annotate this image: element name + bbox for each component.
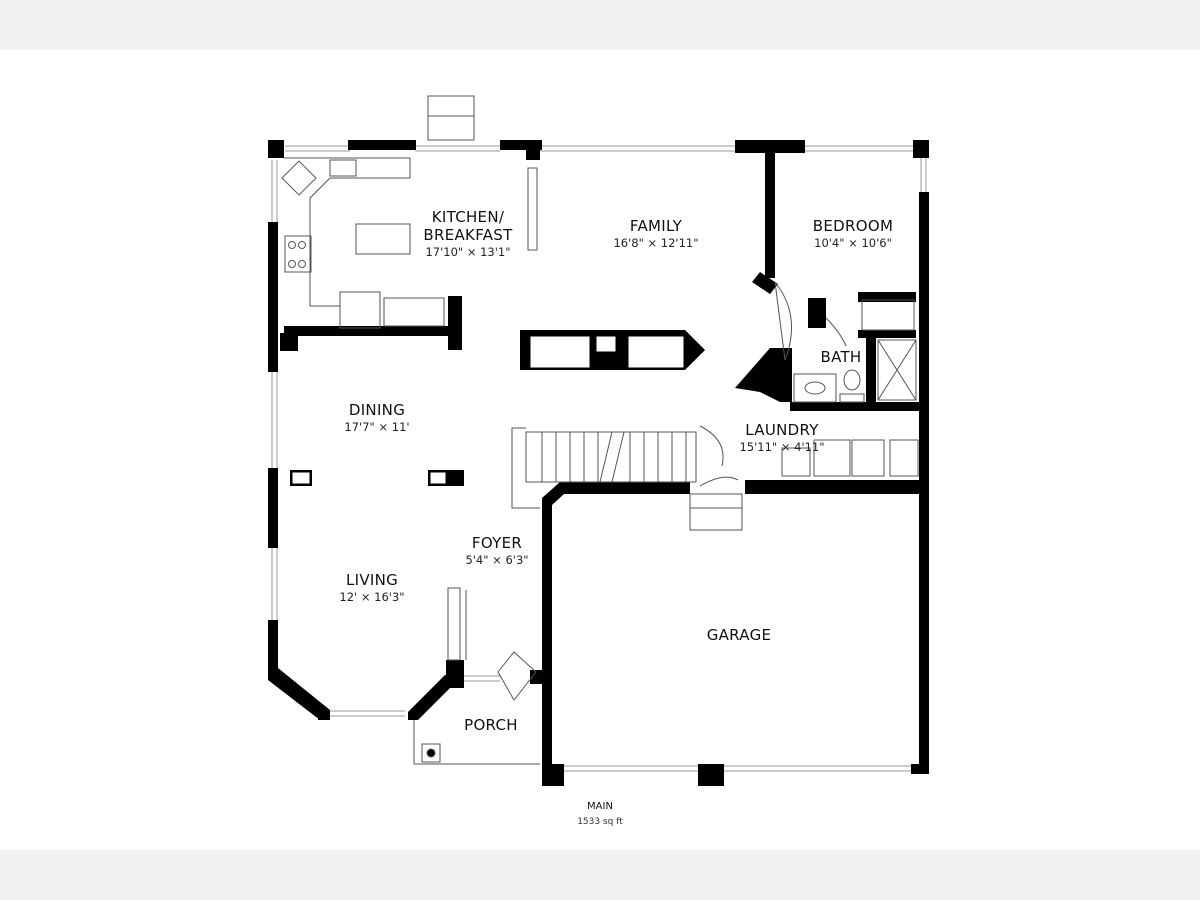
laundry-name: LAUNDRY (745, 421, 819, 439)
foyer-dims: 5'4" × 6'3" (465, 553, 528, 567)
family-name: FAMILY (630, 217, 683, 235)
floor-area: 1533 sq ft (577, 817, 623, 827)
bedroom-name: BEDROOM (813, 217, 893, 235)
floor-name: MAIN (587, 801, 613, 812)
garage-name: GARAGE (707, 626, 772, 644)
fixtures (281, 95, 919, 765)
dining-name: DINING (349, 401, 405, 419)
bedroom-dims: 10'4" × 10'6" (814, 236, 892, 250)
room-labels: KITCHEN/ BREAKFAST 17'10" × 13'1" FAMILY… (339, 208, 893, 827)
foyer-name: FOYER (472, 534, 522, 552)
living-name: LIVING (346, 571, 398, 589)
dining-dims: 17'7" × 11' (344, 420, 409, 434)
family-dims: 16'8" × 12'11" (613, 236, 698, 250)
kitchen-name-2: BREAKFAST (423, 226, 513, 244)
porch-name: PORCH (464, 716, 518, 734)
laundry-dims: 15'11" × 4'11" (739, 440, 824, 454)
kitchen-dims: 17'10" × 13'1" (425, 245, 510, 259)
cabinet-inserts (291, 335, 685, 485)
bath-name: BATH (820, 348, 861, 366)
kitchen-name-1: KITCHEN/ (432, 208, 505, 226)
floor-plan-canvas (0, 50, 1200, 850)
windows (271, 145, 927, 772)
living-dims: 12' × 16'3" (339, 590, 404, 604)
